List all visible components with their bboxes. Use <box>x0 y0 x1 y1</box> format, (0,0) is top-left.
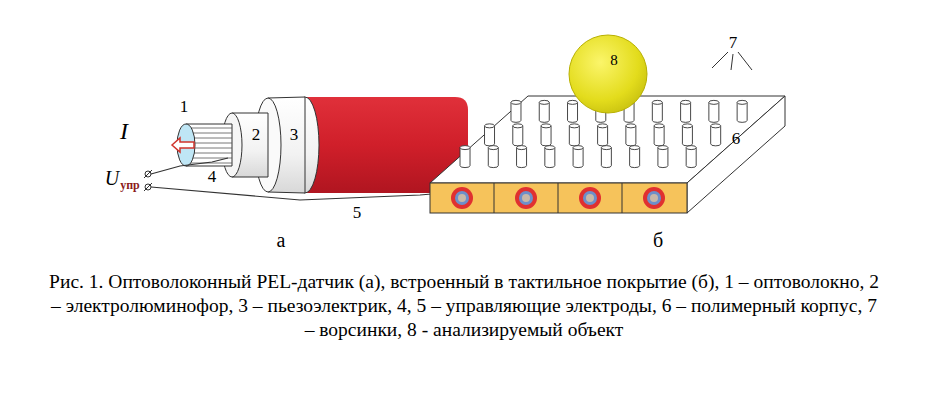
leader-line <box>712 52 728 68</box>
electrode-5-wire <box>151 187 455 200</box>
villus <box>598 124 608 146</box>
villus <box>682 124 692 146</box>
terminal-mark <box>144 183 152 191</box>
villus <box>541 124 551 146</box>
pel-sensor <box>144 97 468 200</box>
callout-number: 8 <box>610 52 618 69</box>
callout-number: 6 <box>732 130 741 147</box>
cell-divider <box>558 183 559 213</box>
villus <box>539 100 549 122</box>
slab-side <box>687 96 785 213</box>
terminal-mark <box>144 170 152 178</box>
villus <box>488 146 498 168</box>
fiber-strand <box>190 133 232 134</box>
callout-number: 4 <box>208 168 217 185</box>
villus <box>601 146 611 168</box>
villus <box>737 100 747 122</box>
slab-front <box>430 183 687 213</box>
fiber-strand <box>190 153 232 154</box>
villus <box>658 146 668 168</box>
cell-divider <box>494 183 495 213</box>
callout-number: 1 <box>180 98 189 115</box>
villus <box>517 146 527 168</box>
villus <box>686 146 696 168</box>
fiber-strand <box>190 128 232 129</box>
callout-number: 3 <box>290 126 299 143</box>
villus <box>568 100 578 122</box>
ball-outline <box>568 34 648 114</box>
terminal <box>145 184 151 190</box>
callout-number: 5 <box>353 204 362 221</box>
villus <box>654 124 664 146</box>
figure-caption: Рис. 1. Оптоволоконный PEL-датчик (а), в… <box>44 270 884 342</box>
embedded-sensors <box>451 187 665 209</box>
villus <box>626 124 636 146</box>
fiber-strand <box>190 138 232 139</box>
villus <box>681 100 691 122</box>
leader-line <box>738 52 752 70</box>
electrode-4-wire <box>151 158 228 174</box>
fiber-strand <box>190 148 232 149</box>
panel-letter: б <box>653 230 663 250</box>
villus <box>711 124 721 146</box>
villus <box>652 100 662 122</box>
villus <box>511 100 521 122</box>
villus <box>573 146 583 168</box>
villus <box>513 124 523 146</box>
villus <box>569 124 579 146</box>
callout-number: 7 <box>729 34 738 51</box>
villus <box>630 146 640 168</box>
villus <box>709 100 719 122</box>
signal-name: U <box>105 168 119 188</box>
fiber-strands <box>190 128 232 163</box>
fiber-strand <box>190 143 232 144</box>
villus <box>485 124 495 146</box>
analysed-object: 8 <box>568 34 648 114</box>
villus <box>460 146 470 168</box>
light-arrow <box>172 138 194 152</box>
cell-divider <box>622 183 623 213</box>
signal-name: I <box>120 119 128 143</box>
signal-name: упр <box>120 179 140 191</box>
panel-letter: а <box>277 230 286 250</box>
terminal <box>145 171 151 177</box>
callout-number: 2 <box>252 126 261 143</box>
leader-line <box>731 54 733 70</box>
villus <box>545 146 555 168</box>
